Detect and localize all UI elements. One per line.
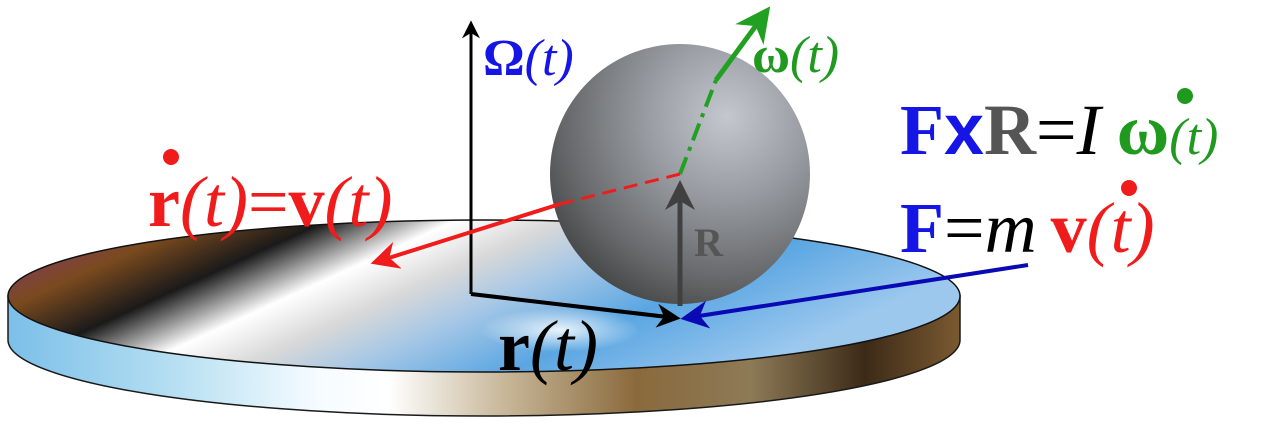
disk-highlight: [480, 308, 640, 352]
velocity-arrow: [370, 202, 561, 269]
svg-text:r(t)=v(t): r(t)=v(t): [148, 162, 393, 242]
position-vector-arrow: [470, 292, 681, 328]
angular-velocity-dashed: [678, 79, 718, 175]
acceleration-dot: [1121, 180, 1137, 196]
angular-velocity-label: ω(t): [752, 27, 839, 84]
radius-label: R: [694, 220, 724, 265]
force-arrow: [680, 263, 1029, 329]
angular-acceleration-dot: [1177, 88, 1193, 104]
disk: [7, 219, 961, 417]
svg-text:F=mv(t): F=mv(t): [900, 188, 1155, 268]
position-label: r(t): [498, 306, 598, 386]
svg-text:FxR=Iω(t): FxR=Iω(t): [900, 90, 1218, 170]
angular-velocity-arrow: [713, 6, 771, 82]
time-derivative-dot: [163, 149, 179, 165]
velocity-label: r(t)=v(t): [148, 149, 393, 242]
omega-label: Ω(t): [483, 30, 574, 87]
